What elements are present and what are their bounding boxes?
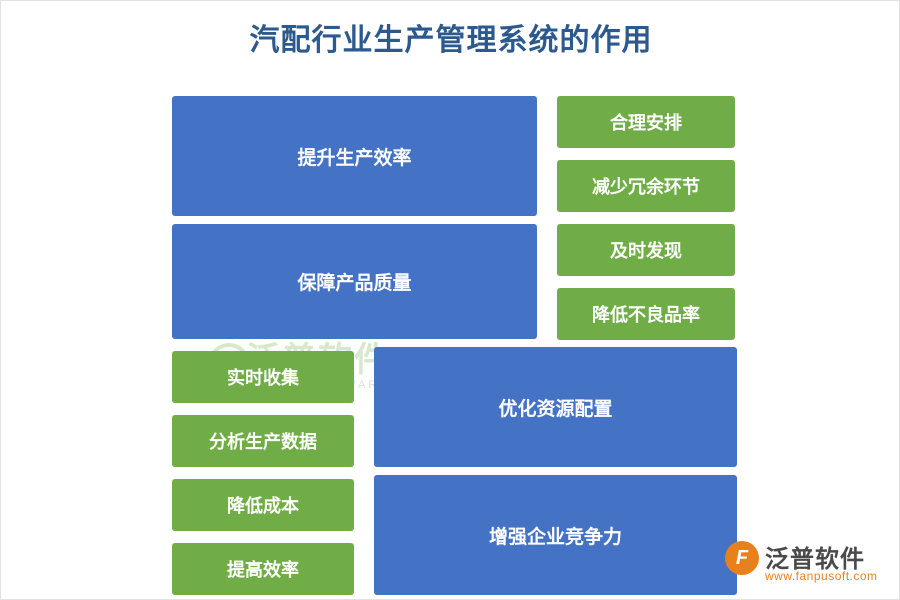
main-box-enhance-competitiveness[interactable]: 增强企业竞争力	[374, 475, 737, 595]
sub-box-reduce-cost[interactable]: 降低成本	[172, 479, 354, 531]
logo-mark-icon: F	[725, 541, 759, 575]
sub-box-analyze-production-data[interactable]: 分析生产数据	[172, 415, 354, 467]
sub-box-raise-efficiency[interactable]: 提高效率	[172, 543, 354, 595]
page-title: 汽配行业生产管理系统的作用	[249, 24, 653, 57]
logo-company-name: 泛普软件	[765, 546, 865, 573]
main-box-ensure-quality[interactable]: 保障产品质量	[172, 224, 537, 339]
company-logo: F 泛普软件 www.fanpusoft.com	[725, 537, 885, 589]
sub-box-reasonable-arrangement[interactable]: 合理安排	[557, 96, 735, 148]
sub-box-realtime-collection[interactable]: 实时收集	[172, 351, 354, 403]
sub-box-reduce-redundant-steps[interactable]: 减少冗余环节	[557, 160, 735, 212]
sub-box-reduce-defect-rate[interactable]: 降低不良品率	[557, 288, 735, 340]
logo-website-url: www.fanpusoft.com	[765, 569, 878, 583]
main-box-optimize-resources[interactable]: 优化资源配置	[374, 347, 737, 467]
main-box-improve-efficiency[interactable]: 提升生产效率	[172, 96, 537, 216]
sub-box-timely-detection[interactable]: 及时发现	[557, 224, 735, 276]
logo-mark-letter: F	[735, 547, 749, 569]
